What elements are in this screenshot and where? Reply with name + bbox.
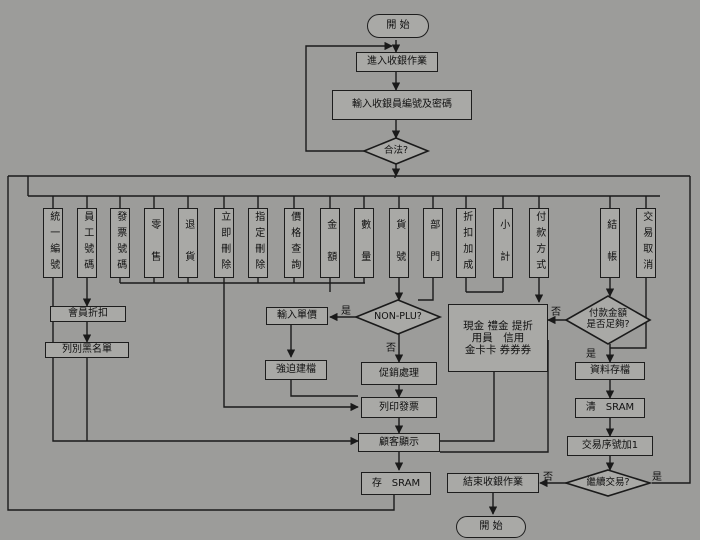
- column-discount-markup: 折扣加成: [456, 208, 476, 278]
- clear-sram-text: 清 SRAM: [585, 402, 635, 414]
- column-invoice-number: 發票號碼: [110, 208, 130, 278]
- column-item-number: 貨 號: [389, 208, 409, 278]
- column-subtotal: 小 計: [493, 208, 513, 278]
- column-retail: 零 售: [144, 208, 164, 278]
- end-text: 開 始: [479, 521, 503, 533]
- save-sram-box: 存 SRAM: [361, 472, 431, 495]
- input-id-box: 輸入收銀員編號及密碼: [332, 90, 472, 120]
- enter-cashier-text: 進入收銀作業: [367, 56, 427, 68]
- column-cancel-transaction: 交易取消: [636, 208, 656, 278]
- input-id-text: 輸入收銀員編號及密碼: [352, 99, 452, 111]
- nonplu-text: NON-PLU?: [374, 310, 422, 322]
- promo-text: 促銷處理: [379, 367, 419, 379]
- column-checkout: 結 帳: [600, 208, 620, 278]
- column-specified-delete: 指定刪除: [248, 208, 268, 278]
- payment-types-box: 現金 禮金 提折 用員 信用 金卡卡 券券券: [448, 304, 548, 372]
- print-blacklist-box: 列別黑名單: [45, 342, 129, 358]
- end-cashier-text: 結束收銀作業: [463, 477, 523, 489]
- input-unit-price-box: 輸入單價: [266, 307, 328, 325]
- column-amount: 金 額: [320, 208, 340, 278]
- start-terminal: 開 始: [367, 14, 429, 38]
- column-unified-number: 統一編號: [43, 208, 63, 278]
- continue-decision: [563, 469, 653, 497]
- legal-text: 合法?: [383, 144, 409, 156]
- column-return: 退 貨: [178, 208, 198, 278]
- legal-decision: [361, 137, 431, 165]
- payment-yes-label: 是: [586, 349, 596, 360]
- end-cashier-box: 結束收銀作業: [447, 473, 539, 493]
- promo-box: 促銷處理: [361, 362, 437, 385]
- nonplu-no-label: 否: [386, 343, 396, 354]
- payment-no-label: 否: [551, 307, 561, 318]
- customer-display-box: 顧客顯示: [358, 433, 440, 452]
- print-blacklist-text: 列別黑名單: [62, 344, 112, 356]
- txn-seq-box: 交易序號加1: [567, 436, 653, 456]
- enter-cashier-box: 進入收銀作業: [356, 52, 438, 72]
- continue-yes-label: 是: [652, 472, 662, 483]
- column-employee-number: 員工號碼: [77, 208, 97, 278]
- txn-seq-text: 交易序號加1: [581, 440, 639, 452]
- data-save-text: 資料存檔: [590, 365, 630, 377]
- payment-types-text: 現金 禮金 提折 用員 信用 金卡卡 券券券: [463, 319, 533, 357]
- column-department: 部 門: [423, 208, 443, 278]
- input-unit-price-text: 輸入單價: [277, 310, 317, 322]
- payment-enough-decision: [564, 295, 652, 345]
- nonplu-decision: [353, 299, 443, 335]
- column-price-query: 價格查詢: [284, 208, 304, 278]
- member-discount-box: 會員折扣: [50, 306, 126, 322]
- start-text: 開 始: [386, 20, 410, 32]
- print-invoice-box: 列印發票: [361, 397, 437, 418]
- reinforce-file-box: 強迫建檔: [265, 360, 327, 380]
- continue-no-label: 否: [543, 472, 553, 483]
- member-discount-text: 會員折扣: [68, 308, 108, 320]
- reinforce-file-text: 強迫建檔: [276, 364, 316, 376]
- data-save-box: 資料存檔: [575, 362, 645, 380]
- payment-enough-text: 付款金額 是否足夠?: [586, 308, 630, 330]
- customer-display-text: 顧客顯示: [379, 436, 419, 448]
- save-sram-text: 存 SRAM: [371, 477, 421, 489]
- print-invoice-text: 列印發票: [379, 401, 419, 413]
- column-quantity: 數 量: [354, 208, 374, 278]
- column-immediate-delete: 立即刪除: [214, 208, 234, 278]
- continue-text: 繼續交易?: [586, 476, 630, 488]
- end-terminal: 開 始: [456, 516, 526, 538]
- nonplu-yes-label: 是: [341, 306, 351, 317]
- clear-sram-box: 清 SRAM: [575, 398, 645, 418]
- column-payment-method: 付款方式: [529, 208, 549, 278]
